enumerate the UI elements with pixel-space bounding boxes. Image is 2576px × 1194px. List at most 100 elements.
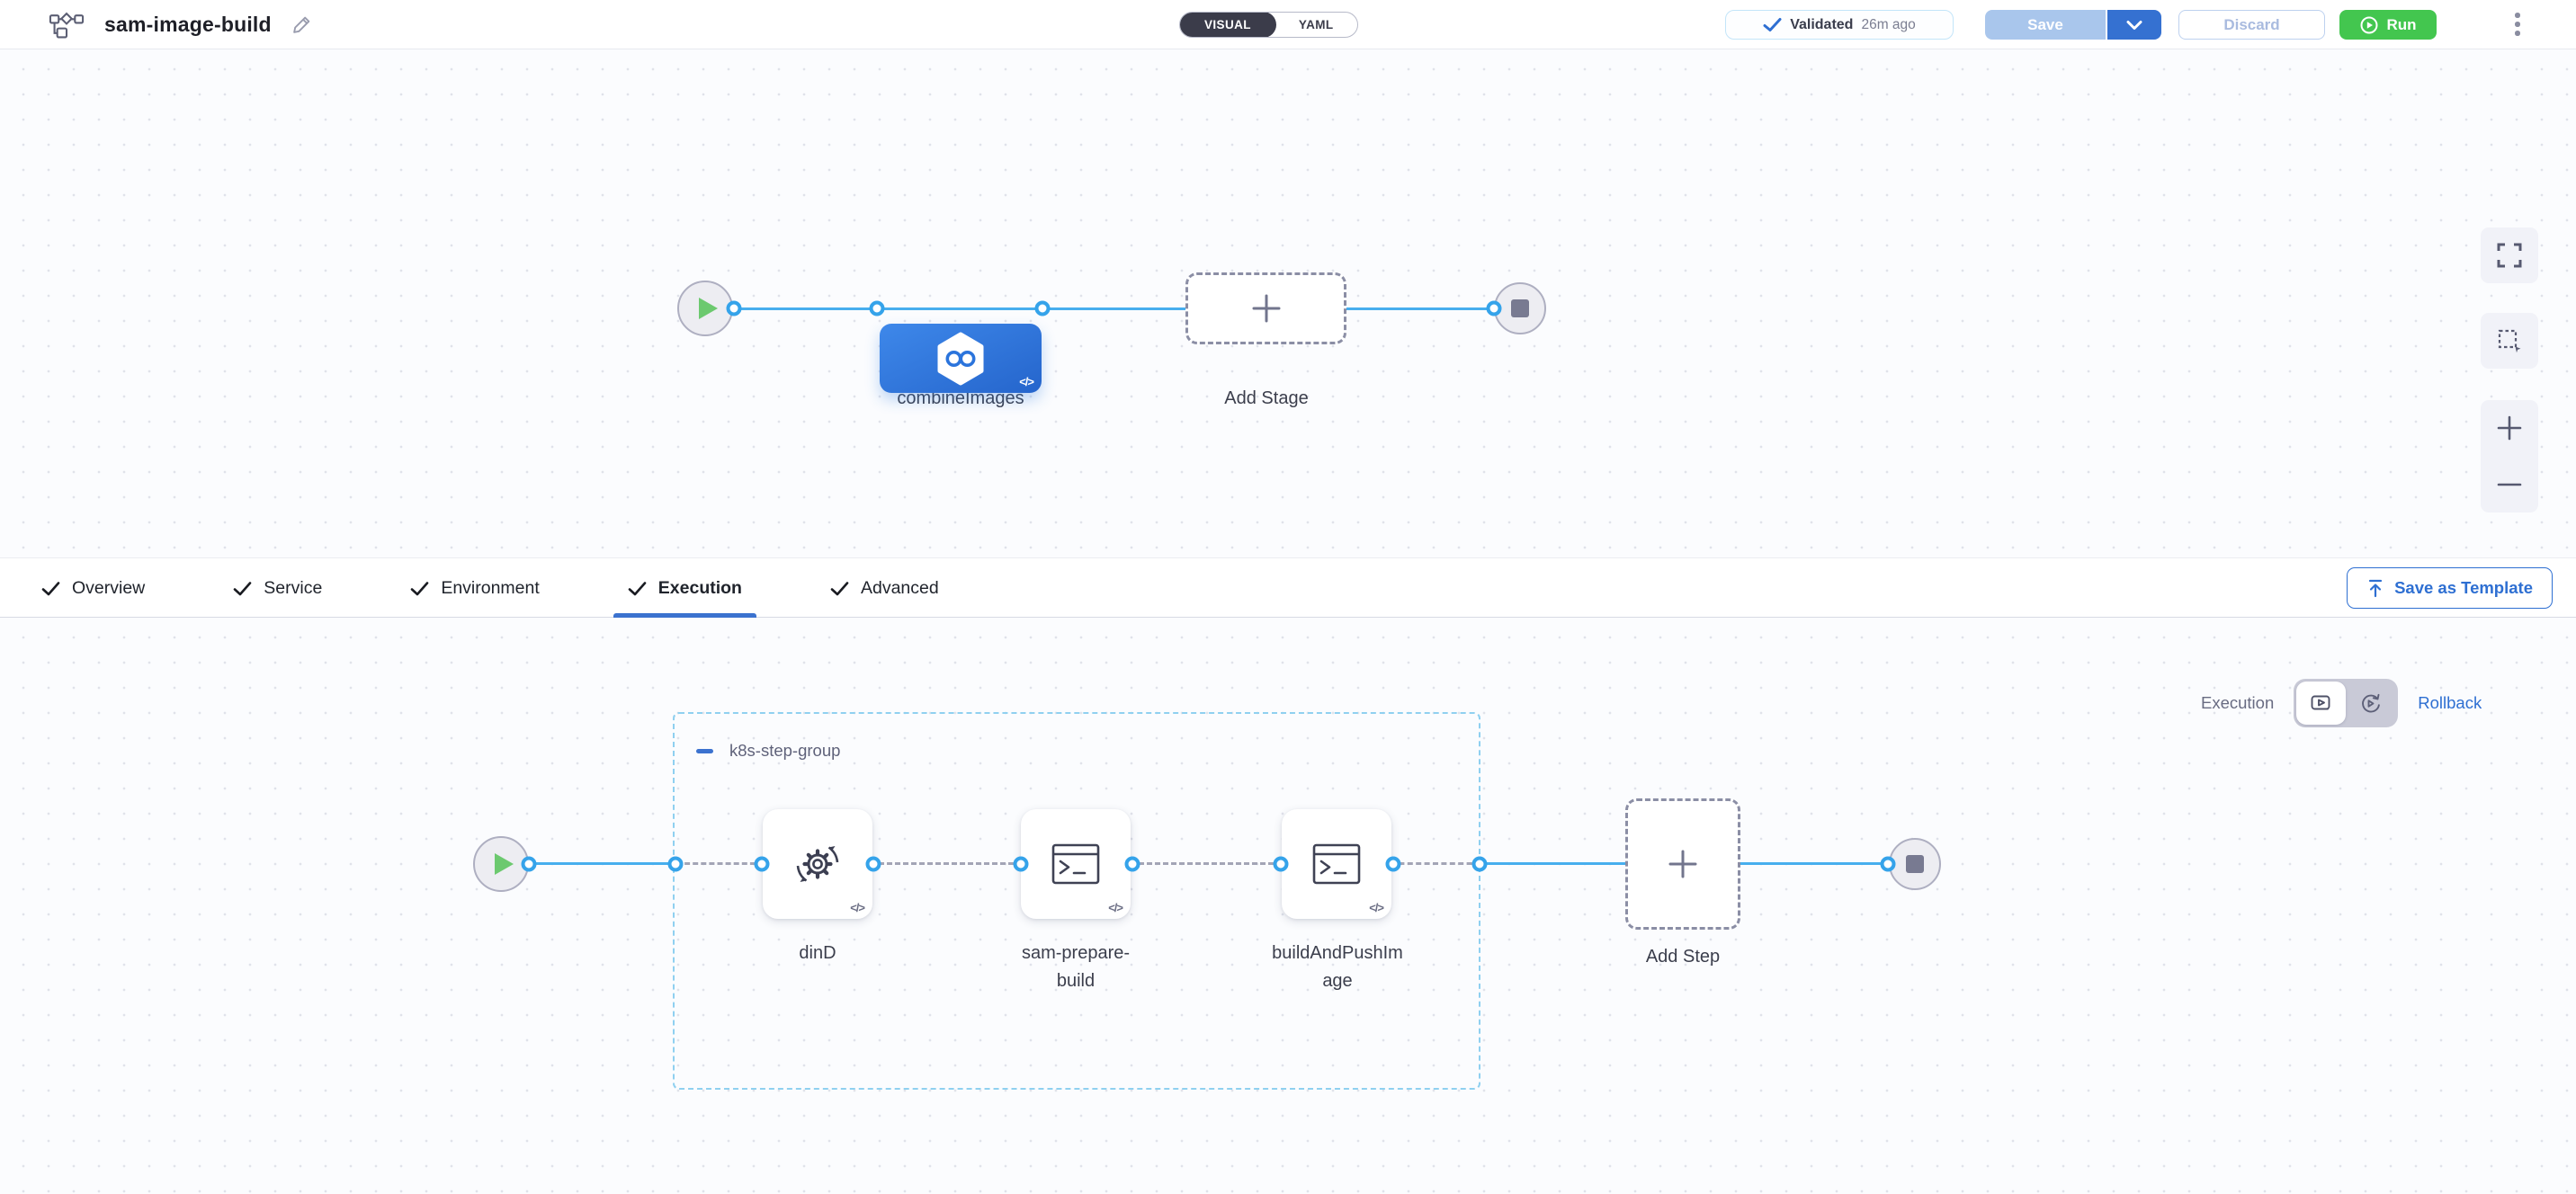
tab-label: Service: [264, 577, 323, 598]
pipeline-icon: [49, 11, 85, 39]
stage-combineimages[interactable]: </>: [880, 324, 1042, 393]
tab-execution[interactable]: Execution: [613, 558, 757, 618]
connector-point[interactable]: [1273, 856, 1289, 872]
execution-start-node: [473, 836, 529, 892]
more-options-icon[interactable]: [2509, 12, 2527, 37]
connector-point[interactable]: [521, 856, 537, 872]
validated-badge[interactable]: Validated 26m ago: [1725, 10, 1954, 40]
stage-name-label: combineImages: [897, 388, 1024, 408]
step-name-label: sam-prepare-build: [1021, 943, 1131, 991]
dind-service-icon: [796, 846, 839, 882]
rollback-mode-button[interactable]: [2346, 682, 2395, 725]
step-group-k8s[interactable]: k8s-step-group: [673, 712, 1480, 1090]
connector-point[interactable]: [726, 300, 742, 316]
validated-check-icon: [1763, 17, 1782, 32]
run-label: Run: [2386, 15, 2417, 33]
step-group-name: k8s-step-group: [729, 741, 841, 760]
save-as-template-button[interactable]: Save as Template: [2347, 567, 2553, 609]
page-title: sam-image-build: [104, 12, 272, 36]
tab-advanced[interactable]: Advanced: [830, 558, 939, 618]
execution-canvas[interactable]: Execution Rollback: [0, 618, 2576, 1194]
rollback-icon: [2362, 693, 2381, 712]
rollback-label[interactable]: Rollback: [2418, 693, 2482, 712]
execution-mode-label: Execution: [2201, 693, 2275, 712]
step-name-label: dinD: [799, 943, 836, 963]
plus-icon: [1668, 850, 1697, 878]
connector-point[interactable]: [865, 856, 881, 872]
connector-point[interactable]: [1013, 856, 1029, 872]
save-as-template-label: Save as Template: [2394, 578, 2533, 597]
header: sam-image-build VISUAL YAML Validated 26…: [0, 0, 2576, 49]
zoom-out-icon[interactable]: [2496, 471, 2523, 498]
stage-canvas[interactable]: </> combineImages Add Stage: [0, 49, 2576, 557]
tab-label: Execution: [657, 577, 742, 598]
pipeline-start-node: [677, 281, 733, 336]
edit-title-icon[interactable]: [291, 14, 312, 35]
check-icon: [830, 581, 849, 595]
execution-view-icon: [2311, 695, 2330, 709]
ci-stage-icon: [937, 332, 984, 385]
upload-icon: [2368, 579, 2383, 598]
step-line-dashed: [871, 862, 1022, 865]
execution-mode-button[interactable]: [2296, 682, 2347, 725]
validated-time: 26m ago: [1861, 16, 1916, 32]
fullscreen-icon: [2497, 243, 2522, 268]
tab-service[interactable]: Service: [233, 558, 322, 618]
connector-point[interactable]: [1385, 856, 1401, 872]
start-play-icon: [495, 853, 514, 875]
step-code-badge: </>: [1369, 901, 1384, 914]
run-play-icon: [2359, 15, 2379, 35]
step-line-dashed: [1131, 862, 1282, 865]
add-stage-button[interactable]: [1185, 272, 1346, 344]
tab-label: Environment: [441, 577, 540, 598]
connector-point[interactable]: [869, 300, 885, 316]
add-stage-label: Add Stage: [1224, 388, 1309, 408]
run-step-icon: [1312, 843, 1361, 885]
zoom-in-icon[interactable]: [2496, 414, 2523, 441]
execution-end-node: [1889, 838, 1941, 890]
run-button[interactable]: Run: [2339, 10, 2437, 40]
connector-point[interactable]: [667, 856, 684, 872]
check-icon: [411, 581, 429, 595]
connector-point[interactable]: [1471, 856, 1488, 872]
check-icon: [233, 581, 252, 595]
step-line-dashed: [676, 862, 764, 865]
run-step-icon: [1051, 843, 1100, 885]
step-dind[interactable]: </>: [763, 809, 872, 919]
tab-label: Overview: [72, 577, 146, 598]
connector-point[interactable]: [1034, 300, 1051, 316]
add-step-button[interactable]: [1625, 798, 1740, 930]
stop-square-icon: [1906, 855, 1924, 873]
discard-button[interactable]: Discard: [2178, 10, 2325, 40]
connector-point[interactable]: [754, 856, 770, 872]
plus-icon: [1252, 294, 1280, 323]
zoom-controls: [2481, 400, 2538, 512]
toggle-visual[interactable]: VISUAL: [1179, 13, 1276, 37]
validated-label: Validated: [1790, 16, 1854, 32]
pipeline-end-node: [1494, 282, 1546, 334]
connector-point[interactable]: [1124, 856, 1140, 872]
tab-overview[interactable]: Overview: [41, 558, 145, 618]
toggle-yaml[interactable]: YAML: [1298, 18, 1334, 31]
save-options-button[interactable]: [2106, 10, 2161, 40]
connector-point[interactable]: [1880, 856, 1896, 872]
marquee-select-icon: [2498, 329, 2520, 352]
step-line-dashed: [1391, 862, 1480, 865]
mode-row: Execution Rollback: [2201, 679, 2482, 727]
collapse-group-icon[interactable]: [696, 748, 713, 753]
tab-label: Advanced: [860, 577, 939, 598]
check-icon: [41, 581, 60, 595]
save-button[interactable]: Save: [1985, 10, 2106, 40]
step-code-badge: </>: [850, 901, 865, 914]
step-name-label: buildAndPushImage: [1272, 943, 1403, 991]
step-build-and-push-image[interactable]: </>: [1282, 809, 1391, 919]
fit-to-screen-button[interactable]: [2481, 227, 2538, 283]
tab-environment[interactable]: Environment: [410, 558, 540, 618]
multi-select-button[interactable]: [2481, 313, 2538, 369]
step-sam-prepare-build[interactable]: </>: [1021, 809, 1131, 919]
execution-rollback-toggle: [2294, 679, 2399, 727]
step-line: [503, 862, 680, 865]
step-code-badge: </>: [1108, 901, 1123, 914]
stage-tab-bar: Overview Service Environment Execution A…: [0, 557, 2576, 618]
connector-point[interactable]: [1486, 300, 1502, 316]
